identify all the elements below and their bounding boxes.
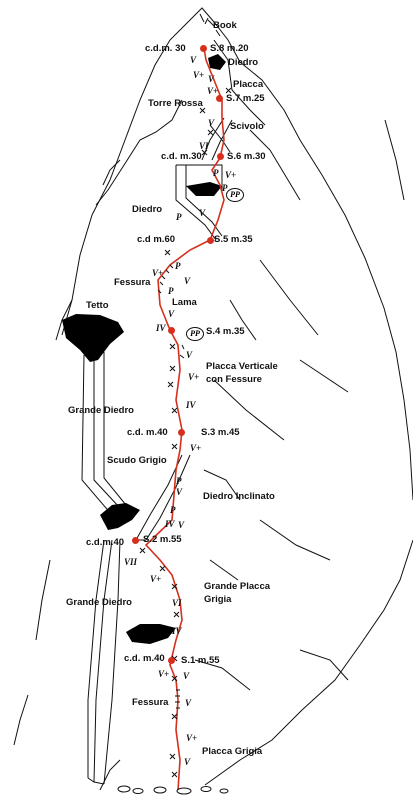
feature-label-torre-rossa: Torre Rossa xyxy=(148,98,203,109)
grade-mark: V xyxy=(190,55,197,65)
grade-mark: VI xyxy=(199,141,209,151)
protection-marks xyxy=(139,87,232,778)
grade-mark: V+ xyxy=(225,170,237,180)
station-label-s6: S.6 m.30 xyxy=(227,151,266,162)
belay-point-s8 xyxy=(199,44,207,52)
cdm-label-s1: c.d. m.40 xyxy=(124,653,165,664)
grade-mark: IV xyxy=(165,519,175,529)
grade-mark: V xyxy=(208,74,215,84)
grade-mark: V+ xyxy=(207,86,219,96)
grade-mark: V xyxy=(176,487,183,497)
station-label-s3: S.3 m.45 xyxy=(201,427,240,438)
belay-point-s7 xyxy=(215,94,223,102)
feature-label-diedro-mid: Diedro xyxy=(132,204,163,215)
belay-point-s4 xyxy=(167,326,175,334)
feature-label-grande-diedro-upper: Grande Diedro xyxy=(68,405,134,416)
rock-outline xyxy=(13,7,413,791)
top-overhang xyxy=(208,54,226,70)
grade-mark: V xyxy=(186,350,193,360)
lower-overhang xyxy=(100,503,140,530)
feature-label-scudo-grigio: Scudo Grigio xyxy=(107,455,167,466)
grade-mark: V xyxy=(178,520,185,530)
grade-mark: IV xyxy=(156,323,166,333)
feature-label-scivolo: Scivolo xyxy=(230,121,264,132)
feature-label-grande-placca-line2: Grigia xyxy=(204,594,232,605)
grade-mark: V xyxy=(168,309,175,319)
feature-label-placca-verticale-line1: Placca Verticale xyxy=(206,361,278,372)
cdm-label-s2: c.d.m.40 xyxy=(86,537,125,548)
feature-label-grande-diedro-lower: Grande Diedro xyxy=(66,597,132,608)
feature-label-fessura-upper: Fessura xyxy=(114,277,151,288)
diedro-mid-outline xyxy=(175,117,233,241)
station-label-s5: S.5 m.35 xyxy=(214,234,253,245)
cdm-label-s6: c.d. m.30 xyxy=(161,151,202,162)
grade-mark: V+ xyxy=(193,70,205,80)
pp-marker-lower: PP xyxy=(186,327,204,341)
grade-mark: P xyxy=(175,261,181,271)
grade-mark: V+ xyxy=(152,268,164,278)
cdm-label-s8: c.d.m. 30 xyxy=(145,43,186,54)
feature-label-grande-placca-line1: Grande Placca xyxy=(204,581,271,592)
tetto-overhang xyxy=(62,314,124,362)
grade-mark: P xyxy=(213,168,219,178)
feature-label-diedro-inclinato: Diedro Inclinato xyxy=(203,491,275,502)
station-label-s4: S.4 m.35 xyxy=(206,326,245,337)
grade-mark: V+ xyxy=(158,669,170,679)
station-label-s8: S.8 m.20 xyxy=(210,43,249,54)
base-stones xyxy=(117,13,229,795)
crack-hatching xyxy=(157,264,185,709)
belay-point-s3 xyxy=(177,428,185,436)
grade-mark: V xyxy=(183,671,190,681)
grade-mark: P xyxy=(168,286,174,296)
belay-point-s5 xyxy=(206,236,214,244)
belay-point-s6 xyxy=(216,152,224,160)
grade-mark: IV xyxy=(172,626,182,636)
feature-label-diedro-top: Diedro xyxy=(228,57,259,68)
grande-placca-overhang xyxy=(126,624,176,644)
feature-label-placca-top: Placca xyxy=(233,79,264,90)
feature-label-tetto: Tetto xyxy=(86,300,109,311)
cdm-label-s3: c.d. m.40 xyxy=(127,427,168,438)
diedro-overhang xyxy=(186,182,222,196)
grande-diedro-outline xyxy=(81,352,127,785)
grade-mark: VII xyxy=(124,557,138,567)
grade-mark: V+ xyxy=(150,574,162,584)
grade-mark: IV xyxy=(186,400,196,410)
grade-mark: P xyxy=(170,505,176,515)
station-label-s7: S.7 m.25 xyxy=(226,93,265,104)
grade-mark: P xyxy=(176,212,182,222)
grade-mark: V+ xyxy=(190,443,202,453)
grade-mark: V xyxy=(208,118,215,128)
belay-point-s1 xyxy=(167,656,175,664)
feature-label-lama: Lama xyxy=(172,297,197,308)
grade-mark: V xyxy=(184,276,191,286)
cdm-label-s5: c.d m.60 xyxy=(137,234,176,245)
grade-mark: V+ xyxy=(186,733,198,743)
grade-mark: V xyxy=(199,208,206,218)
grade-mark: V+ xyxy=(188,372,200,382)
grade-mark: P xyxy=(176,476,182,486)
station-label-s2: S.2 m.55 xyxy=(143,534,182,545)
pp-marker-upper: PP xyxy=(226,188,244,202)
grade-mark: V xyxy=(185,698,192,708)
feature-label-placca-grigia: Placca Grigia xyxy=(202,746,263,757)
summit-label: Book xyxy=(213,20,237,31)
station-label-s1: S.1 m.55 xyxy=(181,655,220,666)
grade-mark: V xyxy=(184,757,191,767)
belay-point-s2 xyxy=(131,536,139,544)
feature-label-placca-verticale-line2: con Fessure xyxy=(206,374,262,385)
feature-label-fessura-lower: Fessura xyxy=(132,697,169,708)
grade-mark: VI xyxy=(172,598,182,608)
grade-mark: P xyxy=(222,183,228,193)
